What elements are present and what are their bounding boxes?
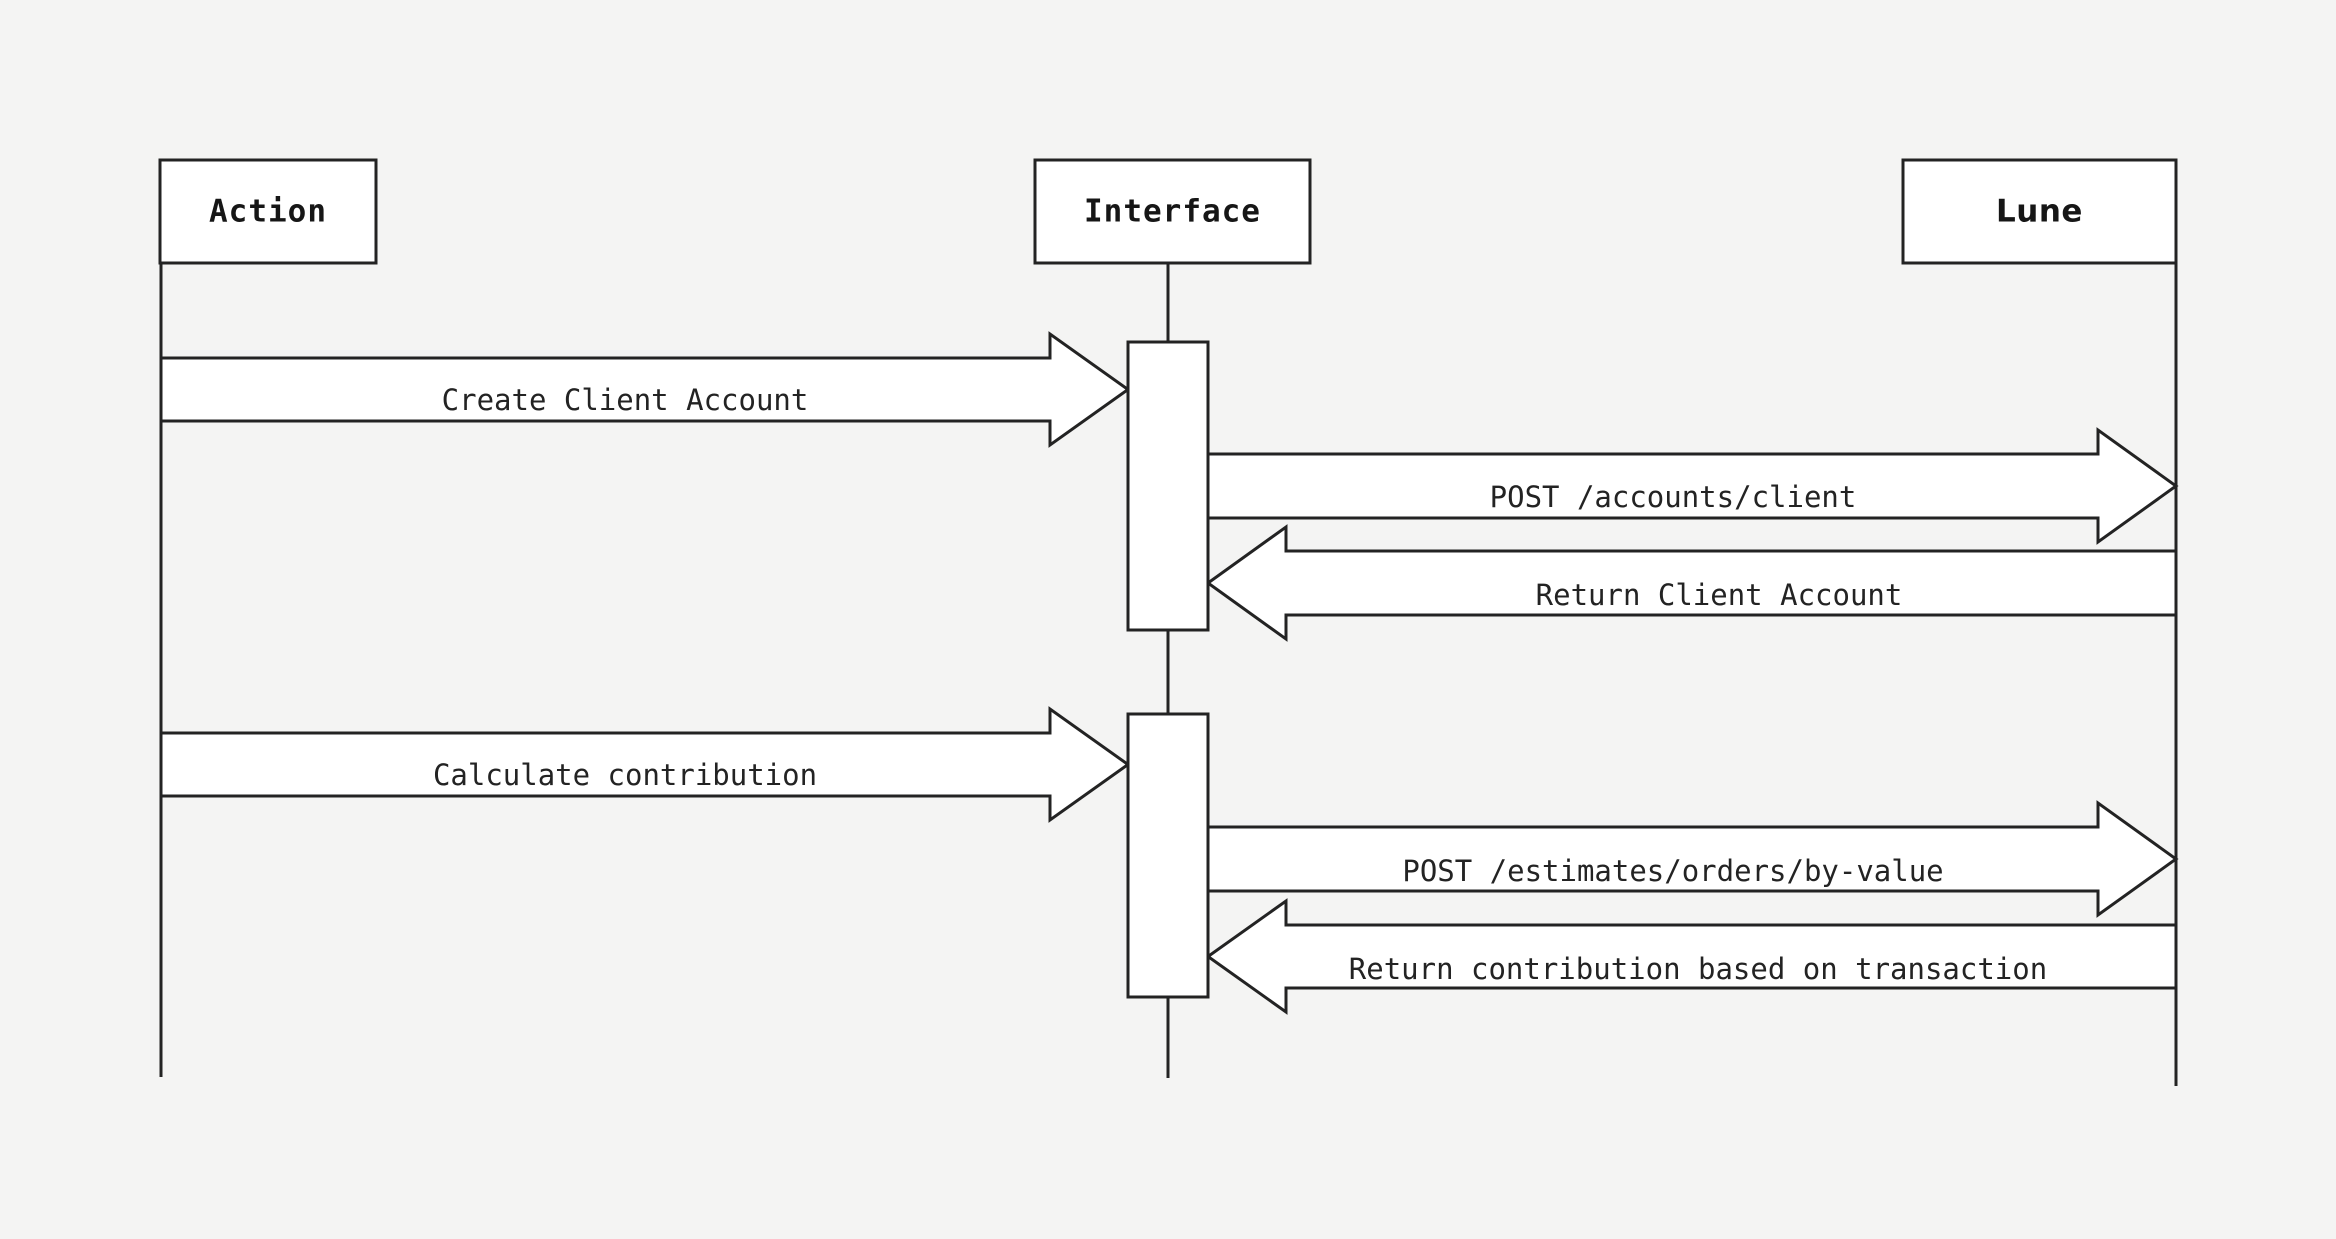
msg-calculate-contribution-label: Calculate contribution [433,758,817,792]
messages-layer [159,331,2179,1015]
participant-label-interface: Interface [1084,194,1261,230]
msg-return-contribution-arrow [1205,898,2178,1015]
msg-post-accounts-client-arrow [1206,427,2179,545]
participants-layer: Action Interface Lune [158,158,2178,265]
participant-box-action [158,158,378,265]
participant-label-lune: Lune [1996,194,2083,230]
participant-lune[interactable]: Lune [1901,158,2178,265]
participant-box-lune [1901,158,2178,265]
msg-return-contribution-label: Return contribution based on transaction [1349,952,2047,986]
msg-return-client-account-arrow [1205,524,2178,642]
msg-create-client-account-label: Create Client Account [442,383,809,417]
msg-post-accounts-client-label: POST /accounts/client [1490,480,1857,514]
msg-return-client-account-label: Return Client Account [1536,578,1903,612]
msg-post-estimates-orders-by-value-label: POST /estimates/orders/by-value [1402,854,1943,888]
participant-action[interactable]: Action [158,158,378,265]
msg-calculate-contribution-arrow [159,706,1131,823]
msg-create-client-account-arrow [159,331,1131,448]
activation-1 [1126,340,1210,632]
activations-layer [1126,340,1210,999]
participant-box-interface [1033,158,1312,265]
participant-interface[interactable]: Interface [1033,158,1312,265]
msg-post-estimates-orders-by-value-arrow [1206,800,2179,918]
activation-2 [1126,712,1210,999]
participant-label-action: Action [209,194,327,230]
